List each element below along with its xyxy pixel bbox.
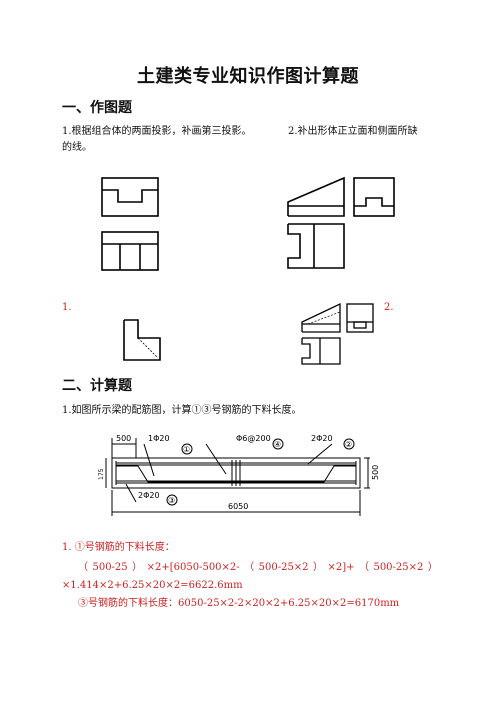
- answer1-drawing: [123, 319, 161, 361]
- beam-label-circle2: ②: [345, 440, 352, 449]
- answer2-front-view: [301, 302, 341, 333]
- beam-label-bar4: Φ6@200: [236, 434, 271, 443]
- beam-label-circle4: ④: [274, 440, 281, 449]
- q2-text: 2.补出形体正立面和侧面所缺: [288, 126, 418, 137]
- beam-dim-500-right: 500: [371, 465, 380, 480]
- q1-text-line1: 1.根据组合体的两面投影，补画第三投影。: [62, 126, 252, 137]
- ans-part-4: （: [244, 562, 255, 573]
- beam-dim-500-left: 500: [116, 434, 131, 443]
- q1-front-view: [101, 177, 159, 217]
- calc-question: 1.如图所示梁的配筋图，计算①③号钢筋的下料长度。: [62, 405, 302, 416]
- section2-heading: 二、计算题: [62, 378, 132, 394]
- answer1-label: 1.: [62, 302, 72, 313]
- beam-dim-small: 175: [98, 468, 105, 480]
- beam-dim-6050: 6050: [228, 502, 248, 511]
- beam-reinforcement-drawing: 500 1Φ20 ① Φ6@200 ④ 2Φ20 ② 2Φ20 ③ 6050 5…: [98, 434, 380, 516]
- answer2-label: 2.: [384, 302, 394, 313]
- answer2-plan-view: [301, 337, 341, 365]
- ans-part-5: 500-25×2: [258, 562, 309, 573]
- calc-answer-line2: （ 500-25 ） ×2+[6050-500×2- （ 500-25×2 ） …: [78, 560, 438, 576]
- ans-part-9: 500-25×2: [373, 562, 424, 573]
- ans-part-0: （: [78, 562, 88, 573]
- q2-side-view: [353, 177, 395, 217]
- ans-part-3: ×2+[6050-500×2-: [146, 562, 240, 573]
- section1-heading: 一、作图题: [62, 100, 132, 116]
- ans-part-7: ×2]+: [327, 562, 355, 573]
- ans-part-1: 500-25: [92, 562, 128, 573]
- answer2-side-view: [346, 303, 374, 333]
- q2-front-view: [287, 176, 345, 217]
- ans-part-8: （: [358, 562, 369, 573]
- ans-part-10: ）: [427, 562, 438, 573]
- calc-answer-line4: ③号钢筋的下料长度：6050-25×2-2×20×2+6.25×20×2=617…: [78, 598, 400, 609]
- q2-plan-view: [287, 223, 345, 269]
- beam-label-circle3: ③: [168, 496, 175, 505]
- beam-label-bar2: 2Φ20: [311, 434, 333, 443]
- ans-part-6: ）: [313, 562, 324, 573]
- document-title: 土建类专业知识作图计算题: [137, 66, 359, 87]
- beam-label-bar1: 1Φ20: [148, 434, 170, 443]
- calc-answer-line3: ×1.414×2+6.25×20×2=6622.6mm: [62, 580, 243, 591]
- q1-plan-view: [101, 231, 159, 271]
- beam-label-circle1: ①: [183, 445, 190, 454]
- ans-part-2: ）: [132, 562, 143, 573]
- calc-answer-line1: 1. ①号钢筋的下料长度：: [62, 542, 175, 553]
- beam-label-bar3: 2Φ20: [138, 491, 160, 500]
- q1-text-line2: 的线。: [62, 142, 92, 153]
